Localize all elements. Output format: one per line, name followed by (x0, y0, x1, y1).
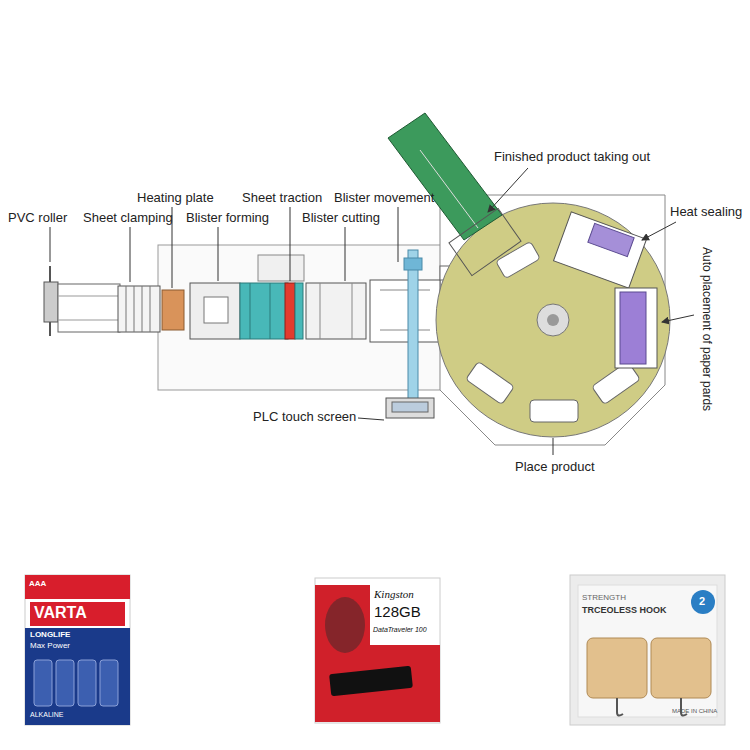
product-text: Max Power (30, 641, 70, 650)
callout-label: Blister cutting (302, 211, 380, 226)
callout-label: Finished product taking out (494, 150, 650, 165)
callout-label: Place product (515, 460, 595, 475)
product-text: 128GB (374, 603, 421, 620)
callout-label: PVC roller (8, 211, 67, 226)
callout-label: Sheet clamping (83, 211, 173, 226)
product-text: AAA (29, 579, 46, 588)
product-text: LONGLIFE (30, 630, 70, 639)
product-brand: VARTA (34, 604, 87, 622)
product-brand: Kingston (374, 588, 414, 601)
callout-label: Heat sealing (670, 205, 742, 220)
callout-label: Blister movement (334, 191, 434, 206)
callout-label: Heating plate (137, 191, 214, 206)
product-text: DataTraveler 100 (373, 626, 427, 634)
callout-label: Blister forming (186, 211, 269, 226)
product-badge: 2 (699, 595, 705, 608)
product-text: STRENGTH (582, 593, 626, 602)
vertical-callout-label: Auto placement of paper pards (699, 247, 713, 411)
product-text: MADE IN CHINA (672, 708, 717, 715)
product-text: ALKALINE (30, 711, 63, 719)
callout-label: Sheet traction (242, 191, 322, 206)
product-text: TRCEOLESS HOOK (582, 605, 667, 615)
callout-label: PLC touch screen (253, 410, 356, 425)
